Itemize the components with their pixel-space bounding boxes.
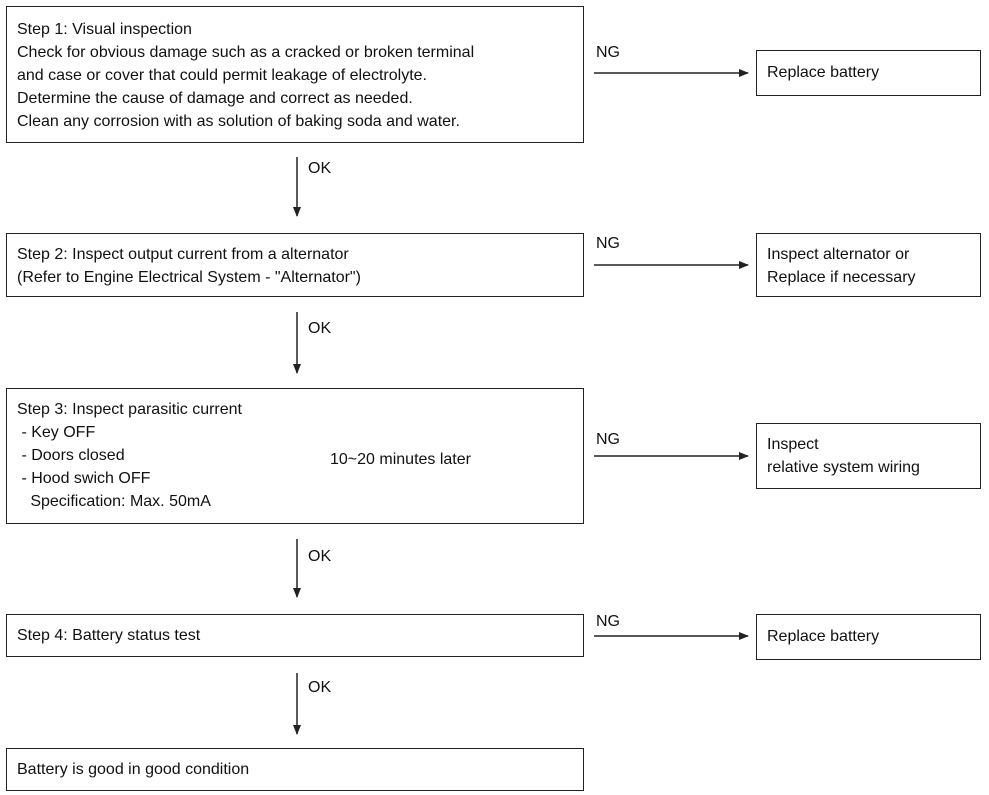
step2-box: Step 2: Inspect output current from a al…	[6, 233, 584, 297]
step3-title: Step 3: Inspect parasitic current	[17, 401, 242, 418]
ng-label: NG	[596, 44, 620, 61]
step3-bracket-note: 10~20 minutes later	[330, 451, 471, 468]
step1-title: Step 1: Visual inspection	[17, 21, 192, 38]
action2-text-line: Inspect alternator or	[767, 246, 910, 263]
ok-label: OK	[308, 679, 332, 696]
action2-box: Inspect alternator or Replace if necessa…	[756, 233, 981, 297]
step1-text-line: and case or cover that could permit leak…	[17, 67, 427, 84]
step2-text-line: (Refer to Engine Electrical System - "Al…	[17, 269, 361, 286]
action2-text-line: Replace if necessary	[767, 269, 916, 286]
final-result: Battery is good in good condition	[17, 761, 250, 778]
action4-text: Replace battery	[767, 628, 880, 645]
step1-text-line: Check for obvious damage such as a crack…	[17, 44, 475, 61]
step3-box: Step 3: Inspect parasitic current - Key …	[6, 388, 584, 524]
action3-text-line: Inspect	[767, 436, 819, 453]
ng-label: NG	[596, 235, 620, 252]
ok-label: OK	[308, 160, 332, 177]
step4-box: Step 4: Battery status test	[6, 614, 584, 657]
step2-title: Step 2: Inspect output current from a al…	[17, 246, 349, 263]
ng-label: NG	[596, 613, 620, 630]
step3-text-line: - Doors closed	[17, 447, 125, 464]
ok-label: OK	[308, 320, 332, 337]
step3-specification: Specification: Max. 50mA	[17, 493, 211, 510]
step4-title: Step 4: Battery status test	[17, 627, 201, 644]
action1-box: Replace battery	[756, 50, 981, 96]
action4-box: Replace battery	[756, 614, 981, 660]
ng-label: NG	[596, 431, 620, 448]
action1-text: Replace battery	[767, 64, 880, 81]
ok-label: OK	[308, 548, 332, 565]
step3-text-line: - Key OFF	[17, 424, 96, 441]
step1-text-line: Clean any corrosion with as solution of …	[17, 113, 460, 130]
step1-text-line: Determine the cause of damage and correc…	[17, 90, 413, 107]
step1-box: Step 1: Visual inspection Check for obvi…	[6, 6, 584, 143]
action3-box: Inspect relative system wiring	[756, 423, 981, 489]
step3-text-line: - Hood swich OFF	[17, 470, 151, 487]
final-box: Battery is good in good condition	[6, 748, 584, 791]
action3-text-line: relative system wiring	[767, 459, 920, 476]
